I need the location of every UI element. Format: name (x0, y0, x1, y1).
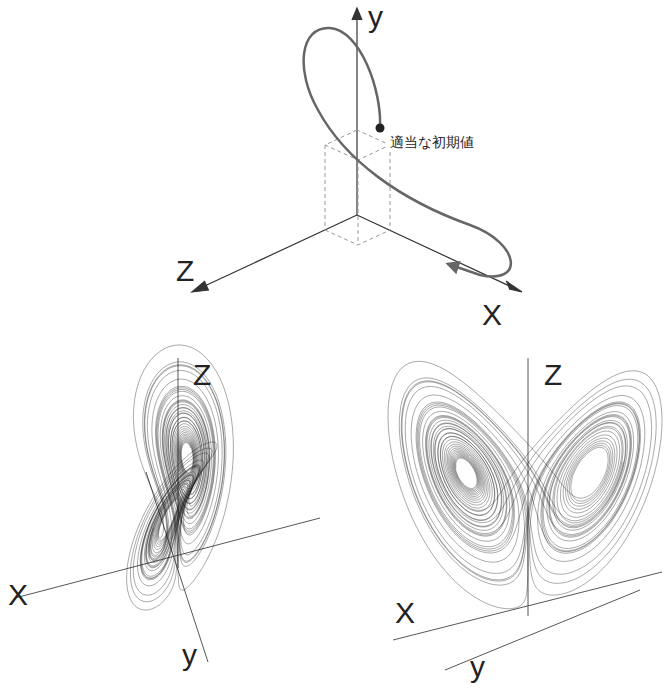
axis-label: y (182, 640, 197, 670)
axis-label: Z (176, 256, 194, 286)
callout-label: 適当な初期値 (388, 134, 476, 150)
trajectory-curve (304, 28, 511, 277)
axis-label: Z (544, 360, 562, 390)
dashed-box (325, 130, 390, 245)
axis-label: y (470, 652, 485, 682)
axis-label: X (8, 580, 28, 610)
axis-label: X (482, 300, 502, 330)
axis-label: X (395, 598, 415, 628)
lorenz-attractor (127, 345, 234, 610)
axis-label: Z (193, 360, 211, 390)
top-axes (192, 8, 522, 292)
lorenz-attractor (388, 361, 662, 608)
axis-label: y (368, 2, 383, 32)
initial-point (376, 124, 385, 133)
